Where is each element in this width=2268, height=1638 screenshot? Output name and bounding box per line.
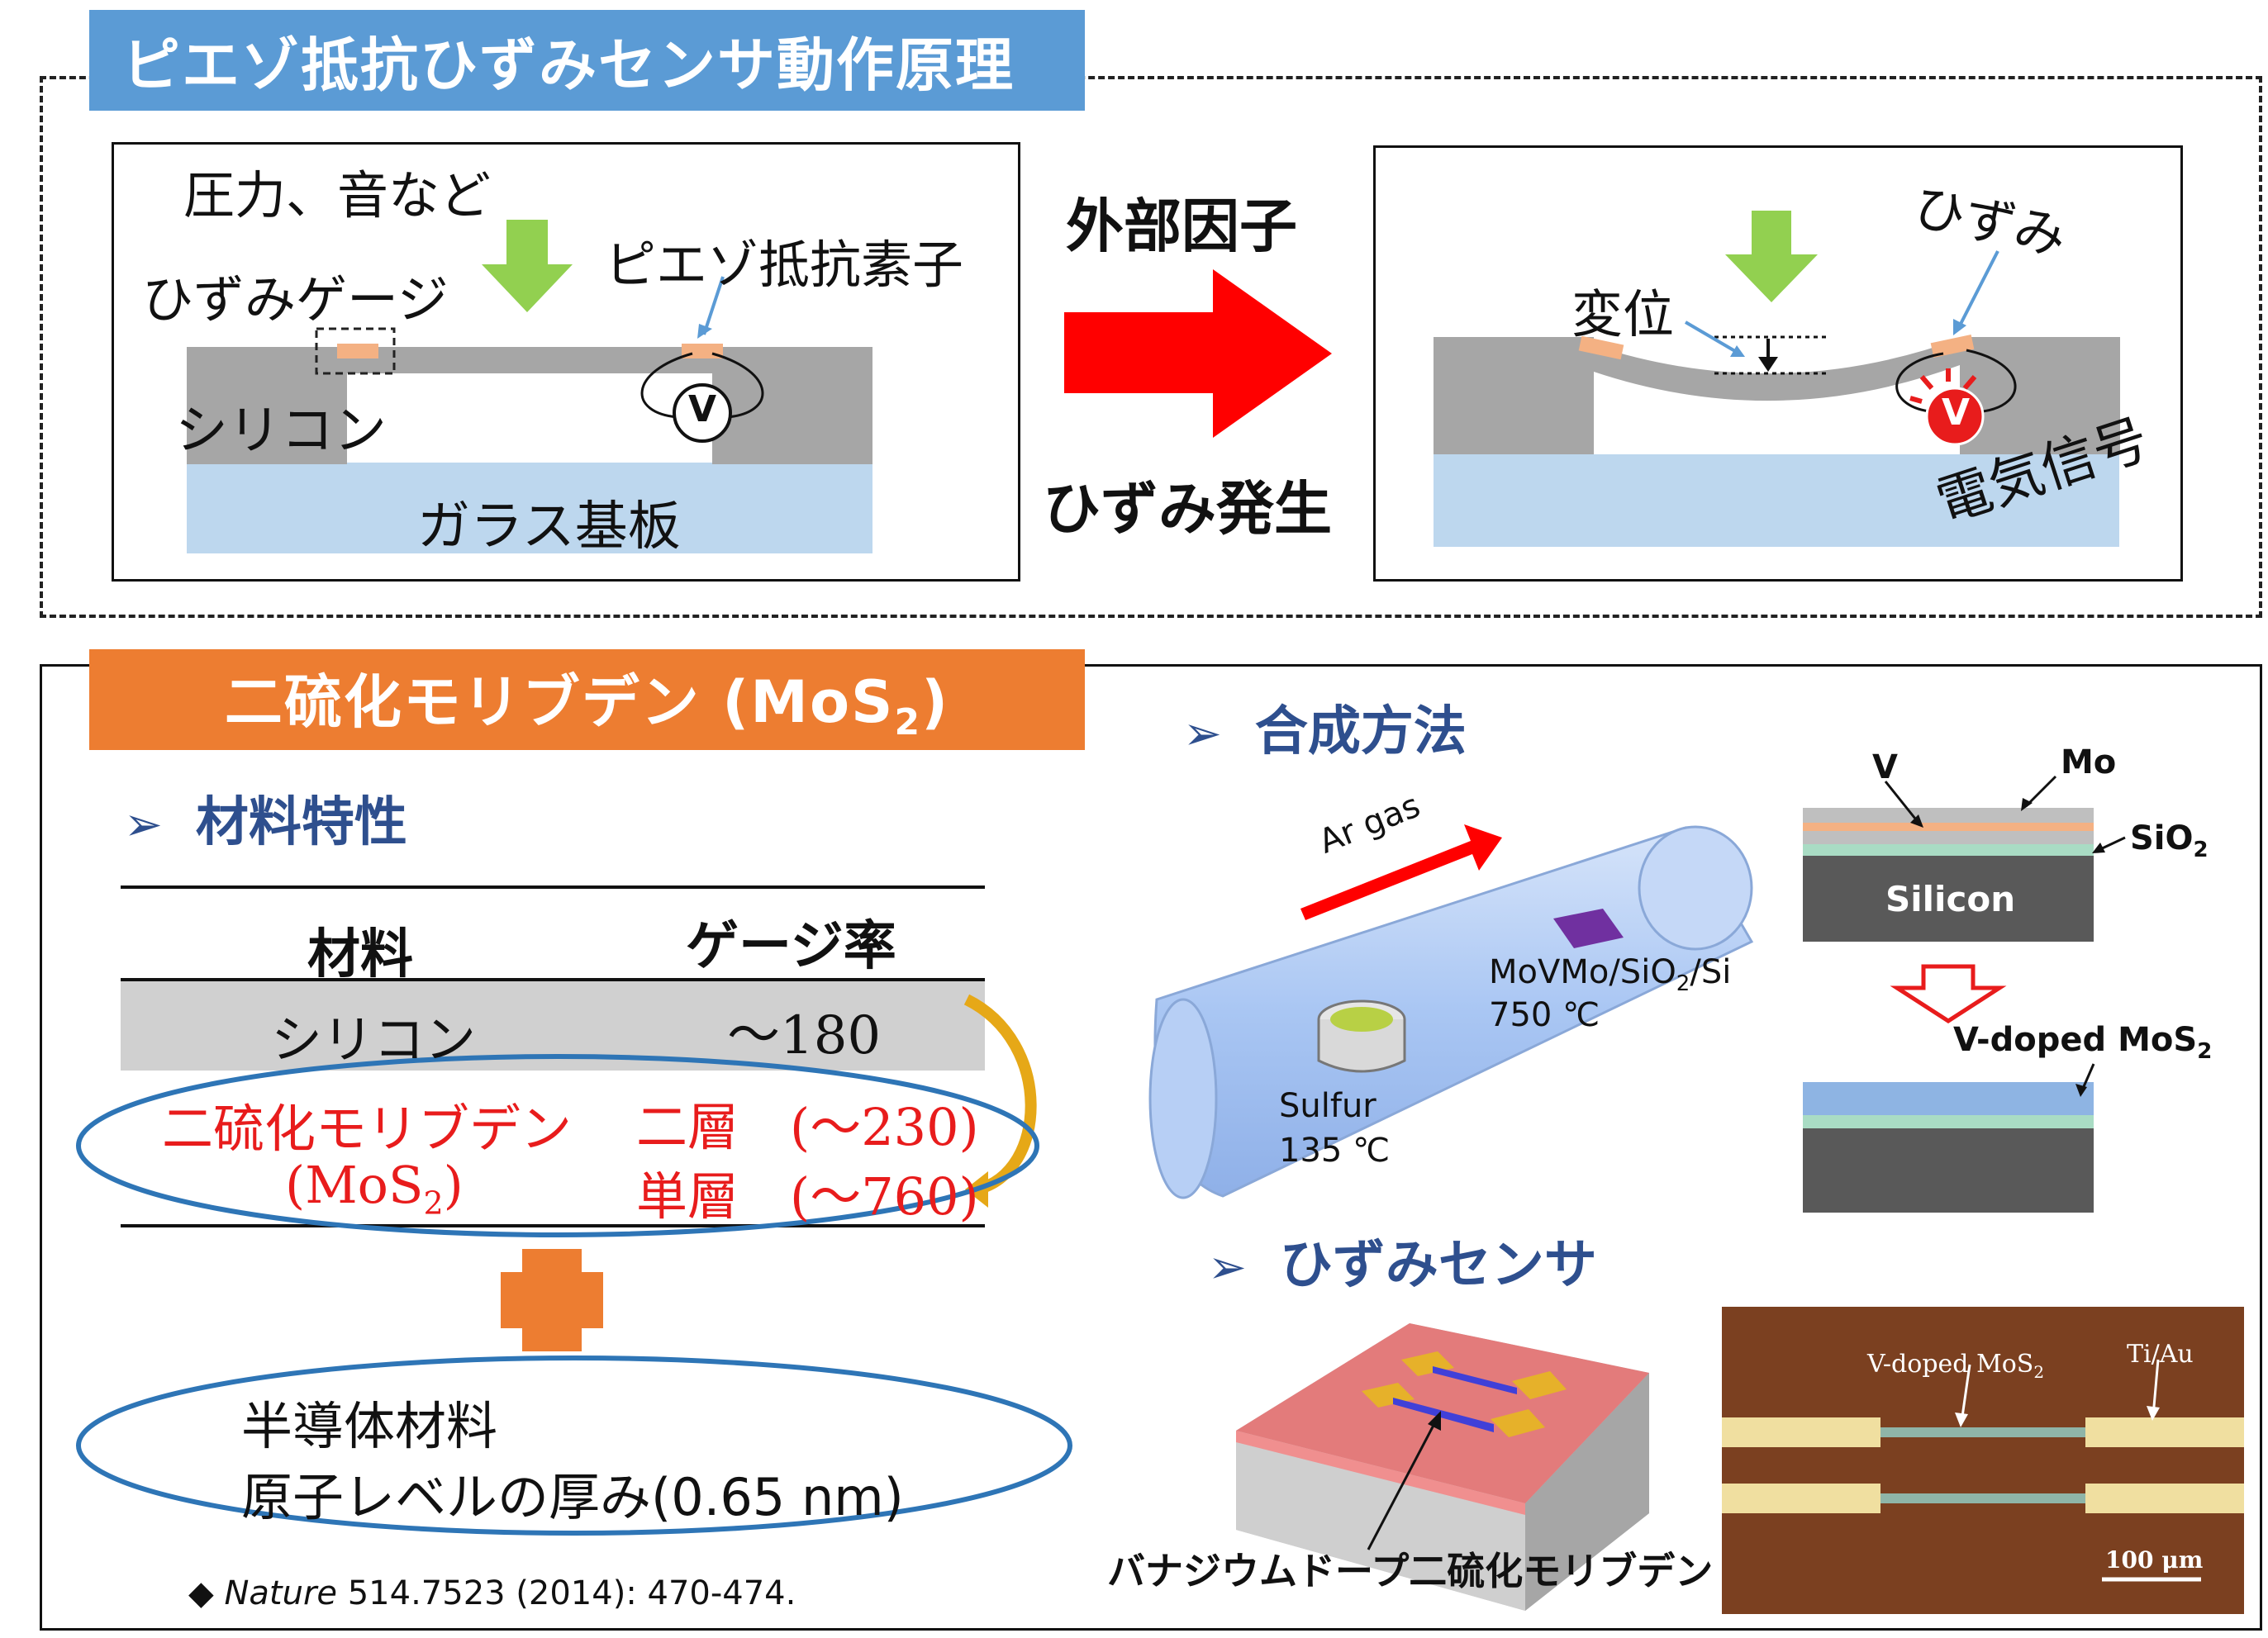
micro-electrode-label: Ti/Au (2127, 1340, 2194, 1369)
bottom-banner-title: 二硫化モリブデン (MoS2) (224, 668, 950, 743)
row-mos2-material-line1: 二硫化モリブデン (162, 1099, 573, 1159)
row-mos2-value-monolayer: 単層 (～760) (636, 1166, 979, 1227)
vdoped-mos2-label: V-doped MoS2 (1953, 1021, 2213, 1064)
silicon-label: シリコン (175, 401, 387, 462)
external-factor-label: 外部因子 (1066, 192, 1297, 260)
force-label: 圧力、音など (183, 165, 492, 226)
bottom-banner: 二硫化モリブデン (MoS2) (89, 649, 1085, 750)
top-banner-title: ピエゾ抵抗ひずみセンサ動作原理 (122, 31, 1015, 99)
glass-substrate-label: ガラス基板 (417, 496, 681, 558)
row-mos2-material-line2: (MoS2) (285, 1155, 464, 1222)
layer-v-label: V (1872, 748, 1898, 786)
substrate-temperature: 750 ℃ (1489, 996, 1600, 1034)
row-silicon-material: シリコン (271, 1009, 477, 1070)
diamond-icon: ◆ (188, 1574, 225, 1612)
top-section-frame (40, 76, 2262, 618)
micro-scale-bar-label: 100 μm (2105, 1546, 2204, 1574)
voltmeter-symbol-active: V (1942, 392, 1971, 434)
substrate-label: MoVMo/SiO2/Si (1489, 953, 1732, 996)
feature-line-1: 半導体材料 (241, 1396, 498, 1456)
micrograph: V-doped MoS2 Ti/Au 100 μm (1722, 1307, 2244, 1614)
micrograph-art (1722, 1307, 2244, 1614)
strain-gauge-label: ひずみゲージ (142, 269, 449, 330)
sensor-heading: ➢ひずみセンサ (1208, 1235, 1597, 1296)
feature-line-2: 原子レベルの厚み(0.65 nm) (241, 1467, 904, 1527)
piezo-element-label: ピエゾ抵抗素子 (605, 235, 964, 295)
row-silicon-value: ～180 (727, 1005, 882, 1066)
synthesis-heading: ➢合成方法 (1183, 701, 1467, 762)
col-material-header: 材料 (307, 924, 413, 985)
micro-vdoped-label: V-doped MoS2 (1867, 1350, 2045, 1382)
layer-silicon-label: Silicon (1885, 879, 2016, 919)
displacement-label: 変位 (1571, 284, 1675, 344)
sulfur-label: Sulfur (1279, 1087, 1376, 1125)
layer-sio2-label: SiO2 (2130, 819, 2209, 862)
bullet-arrow-icon: ➢ (1208, 1241, 1247, 1294)
strain-occurs-label: ひずみ発生 (1043, 475, 1332, 543)
bullet-arrow-icon: ➢ (1183, 707, 1222, 761)
layer-mo-label: Mo (2061, 743, 2117, 781)
properties-heading: ➢材料特性 (124, 792, 407, 853)
top-banner: ピエゾ抵抗ひずみセンサ動作原理 (89, 10, 1085, 111)
bottom-section-frame (40, 664, 2262, 1631)
reference: ◆ Nature 514.7523 (2014): 470-474. (188, 1574, 796, 1612)
voltmeter-symbol: V (688, 388, 717, 430)
device-label: バナジウムドープ二硫化モリブデン (1107, 1549, 1714, 1593)
col-gauge-header: ゲージ率 (686, 916, 896, 977)
row-mos2-value-bilayer: 二層 (～230) (636, 1097, 979, 1157)
sulfur-temperature: 135 ℃ (1279, 1132, 1390, 1170)
bullet-arrow-icon: ➢ (124, 798, 163, 852)
